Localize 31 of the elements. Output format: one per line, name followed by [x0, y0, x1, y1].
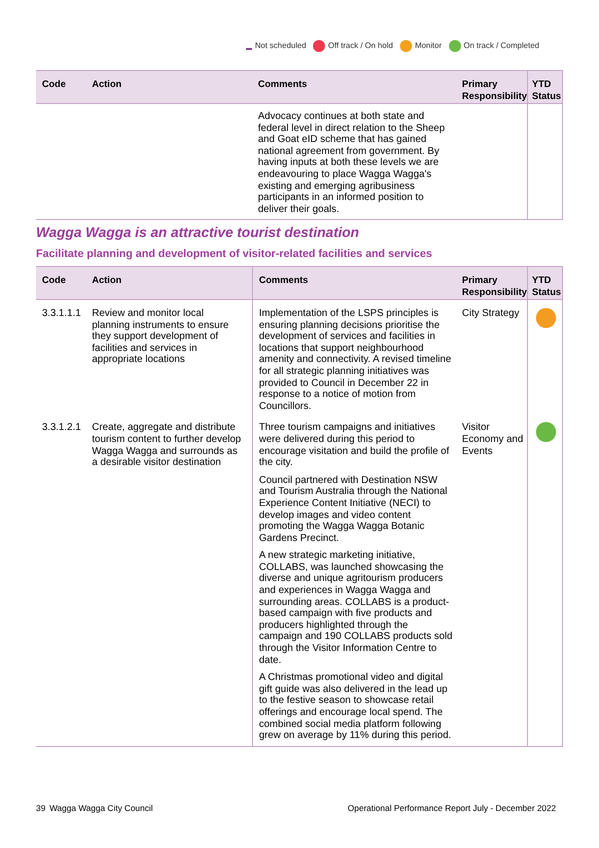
legend-label: Monitor: [414, 40, 442, 52]
legend-label: Off track / On hold: [328, 40, 393, 52]
comment-text: Three tourism campaigns and initiatives were delivered during this period to encourage visitation and build the profile of the city.: [259, 422, 450, 469]
comment-text: Advocacy continues at both state and federal level in direct relation to the Sheep and Goat eID scheme that has gained national agreement from government. By having inputs at both these levels we are endeavouring to place Wagga Wagga's existing and emerging agribusiness participants in an informed position to deliver their goals.: [258, 111, 446, 216]
code-text: 3.3.1.2.1: [42, 422, 82, 434]
comment-text: A new strategic marketing initiative, COLLABS, was launched showcasing the diverse and unique agritourism producers and experiences in Wagga Wagga and surrounding areas. COLLABS is a product-based campaign with five products and producers highlighted through the campaign and 190 COLLABS products sold through the Visitor Information Centre to date.: [259, 550, 454, 666]
column-header: YTD Status: [532, 275, 562, 299]
comment-text: A Christmas promotional video and digital gift guide was also delivered in the lead up to the festive season to showcase retail offerings and encourage local spend. The combined social media platform following grew on average by 11% during this period.: [259, 672, 452, 742]
section-heading: Wagga Wagga is an attractive tourist destination: [36, 223, 360, 242]
column-header: Code: [42, 275, 67, 287]
legend-label: Not scheduled: [255, 40, 306, 52]
column-header: Primary Responsibility: [462, 275, 527, 299]
column-header: Action: [92, 79, 123, 91]
responsibility-text: City Strategy: [462, 308, 520, 320]
code-text: 3.3.1.1.1: [42, 308, 82, 320]
column-header: Action: [92, 275, 123, 287]
action-text: Review and monitor local planning instruments to ensure they support development of facilities and services in appropriate locations: [92, 308, 230, 366]
responsibility-text: Visitor Economy and Events: [462, 422, 524, 458]
comment-text: Implementation of the LSPS principles is ensuring planning decisions prioritise the development of services and facilities in locations that support neighbourhood amenity and connectivity. A revised timeline for all strategic planning initiatives was provided to Council in December 22 in response to a notice of motion from Councillors.: [259, 308, 452, 412]
action-text: Create, aggregate and distribute tourism content to further develop Wagga Wagga and surrounds as a desirable visitor destination: [92, 422, 242, 469]
footer-text: Operational Performance Report July - December 2022: [348, 802, 556, 815]
legend-label: On track / Completed: [464, 40, 540, 52]
column-header: Primary Responsibility: [462, 79, 527, 103]
footer-text: Wagga Wagga City Council: [49, 802, 153, 815]
column-header: YTD Status: [532, 79, 562, 103]
subsection-heading: Facilitate planning and development of visitor-related facilities and services: [36, 247, 432, 262]
page-number: 39: [36, 802, 46, 815]
column-header: Comments: [259, 275, 310, 287]
comment-text: Council partnered with Destination NSW and Tourism Australia through the National Experience Content Initiative (NECI) to develop images and video content promoting the Wagga Wagga Botanic Gardens Precinct.: [259, 474, 448, 544]
column-header: Comments: [258, 79, 308, 91]
column-header: Code: [42, 79, 67, 91]
